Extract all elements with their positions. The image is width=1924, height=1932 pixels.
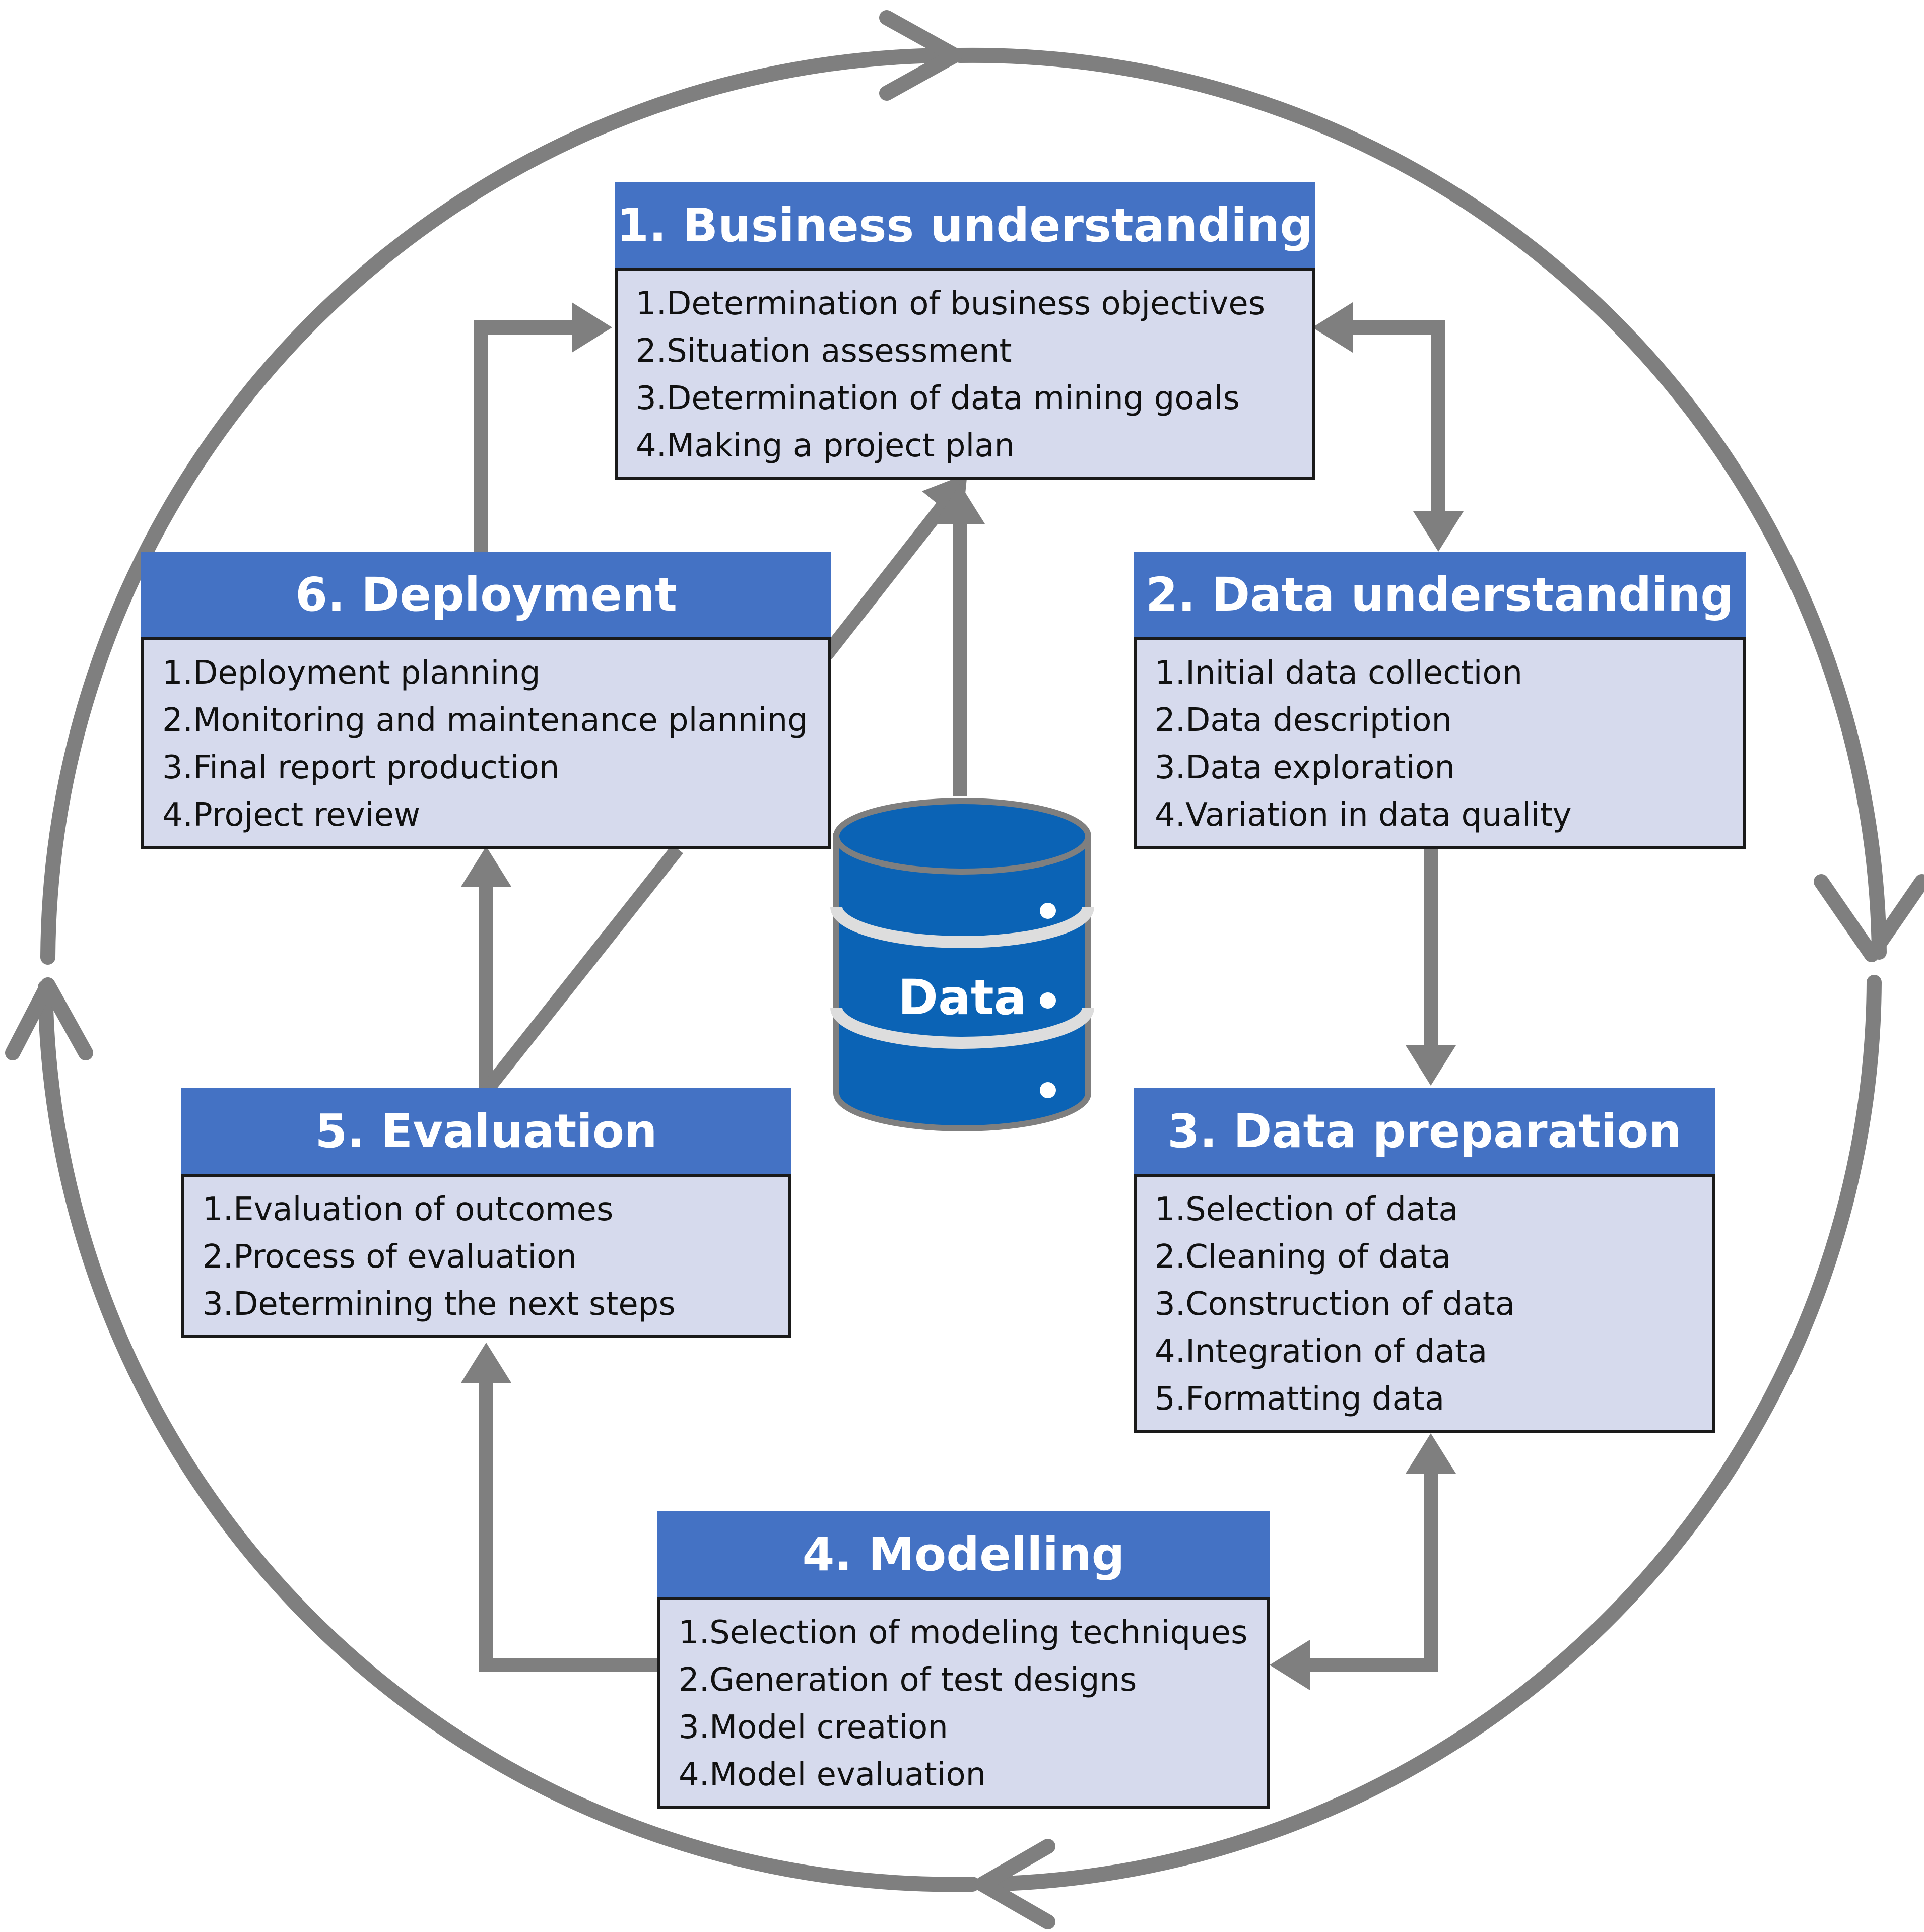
task-item: 3.Data exploration xyxy=(1155,749,1455,786)
arrow-preparation-modelling-head-up xyxy=(1406,1433,1456,1474)
cycle-arc-bottom-left xyxy=(38,980,980,1892)
phase-evaluation: 5. Evaluation 1.Evaluation of outcomes 2… xyxy=(181,1088,791,1338)
cycle-arrowhead-left xyxy=(5,977,93,1060)
phase-deployment: 6. Deployment 1.Deployment planning 2.Mo… xyxy=(141,552,831,849)
arrow-business-data-understanding xyxy=(1345,320,1445,519)
arrow-preparation-modelling-head-left xyxy=(1270,1640,1310,1690)
arrow-deployment-to-business xyxy=(474,320,579,552)
task-item: 1.Determination of business objectives xyxy=(636,285,1266,322)
phase-title: 1. Business understanding xyxy=(615,182,1315,268)
phase-data-understanding: 2. Data understanding 1.Initial data col… xyxy=(1134,552,1746,849)
task-item: 2.Data description xyxy=(1155,702,1452,739)
phase-task-list: 1.Deployment planning 2.Monitoring and m… xyxy=(141,637,831,849)
task-item: 5.Formatting data xyxy=(1155,1380,1445,1418)
task-item: 2.Process of evaluation xyxy=(203,1238,577,1276)
arrow-preparation-modelling xyxy=(1302,1466,1438,1672)
arrow-evaluation-to-business-upper xyxy=(820,499,951,659)
phase-title: 5. Evaluation xyxy=(181,1088,791,1174)
phase-title: 6. Deployment xyxy=(141,552,831,637)
database-icon xyxy=(830,798,1094,1131)
arrow-deployment-to-business-head xyxy=(572,302,612,353)
phase-task-list: 1.Evaluation of outcomes 2.Process of ev… xyxy=(181,1174,791,1338)
phase-task-list: 1.Selection of modeling techniques 2.Gen… xyxy=(657,1597,1270,1809)
task-item: 1.Evaluation of outcomes xyxy=(203,1191,614,1228)
arrow-evaluation-to-business-lower xyxy=(481,844,683,1095)
task-item: 3.Construction of data xyxy=(1155,1286,1515,1323)
task-item: 3.Determination of data mining goals xyxy=(636,380,1240,417)
task-item: 2.Monitoring and maintenance planning xyxy=(162,702,808,739)
database-label: Data xyxy=(898,969,1027,1026)
cycle-arrowhead-bottom xyxy=(975,1839,1055,1929)
phase-task-list: 1.Initial data collection 2.Data descrip… xyxy=(1134,637,1746,849)
task-item: 1.Initial data collection xyxy=(1155,654,1523,692)
arrow-business-data-understanding-head-down xyxy=(1413,511,1464,552)
task-item: 3.Determining the next steps xyxy=(203,1286,676,1323)
task-item: 3.Model creation xyxy=(679,1709,948,1746)
cycle-arc-bottom-right xyxy=(980,975,1882,1892)
phase-business-understanding: 1. Business understanding 1.Determinatio… xyxy=(615,182,1315,480)
task-item: 4.Model evaluation xyxy=(679,1756,986,1793)
task-item: 2.Situation assessment xyxy=(636,332,1012,370)
phase-task-list: 1.Determination of business objectives 2… xyxy=(615,268,1315,480)
outer-cycle xyxy=(5,10,1924,1929)
arrow-business-data-understanding-head-left xyxy=(1312,302,1353,353)
task-item: 2.Cleaning of data xyxy=(1155,1238,1451,1276)
arrow-data-understanding-to-preparation-head xyxy=(1406,1045,1456,1086)
task-item: 1.Selection of data xyxy=(1155,1191,1458,1228)
cycle-arrowhead-top xyxy=(879,10,962,101)
arrow-evaluation-to-deployment-head xyxy=(461,846,511,887)
phase-task-list: 1.Selection of data 2.Cleaning of data 3… xyxy=(1134,1174,1715,1433)
cycle-arc-top-left xyxy=(40,48,950,965)
phase-data-preparation: 3. Data preparation 1.Selection of data … xyxy=(1134,1088,1715,1433)
task-item: 1.Selection of modeling techniques xyxy=(679,1614,1248,1651)
task-item: 3.Final report production xyxy=(162,749,560,786)
task-item: 4.Project review xyxy=(162,796,421,834)
phase-title: 3. Data preparation xyxy=(1134,1088,1715,1174)
cycle-arrowhead-right xyxy=(1814,874,1924,962)
task-item: 1.Deployment planning xyxy=(162,654,541,692)
phase-modelling: 4. Modelling 1.Selection of modeling tec… xyxy=(657,1511,1270,1809)
task-item: 2.Generation of test designs xyxy=(679,1661,1137,1699)
arrow-modelling-to-evaluation-head xyxy=(461,1343,511,1383)
task-item: 4.Variation in data quality xyxy=(1155,796,1572,834)
phase-title: 2. Data understanding xyxy=(1134,552,1746,637)
arrow-modelling-to-evaluation xyxy=(479,1378,660,1672)
task-item: 4.Integration of data xyxy=(1155,1333,1488,1370)
inner-arrows xyxy=(461,302,1464,1690)
cycle-arc-top-right xyxy=(952,47,1887,960)
arrow-data-to-business-head xyxy=(935,484,985,524)
task-item: 4.Making a project plan xyxy=(636,427,1015,464)
phase-title: 4. Modelling xyxy=(657,1511,1270,1597)
